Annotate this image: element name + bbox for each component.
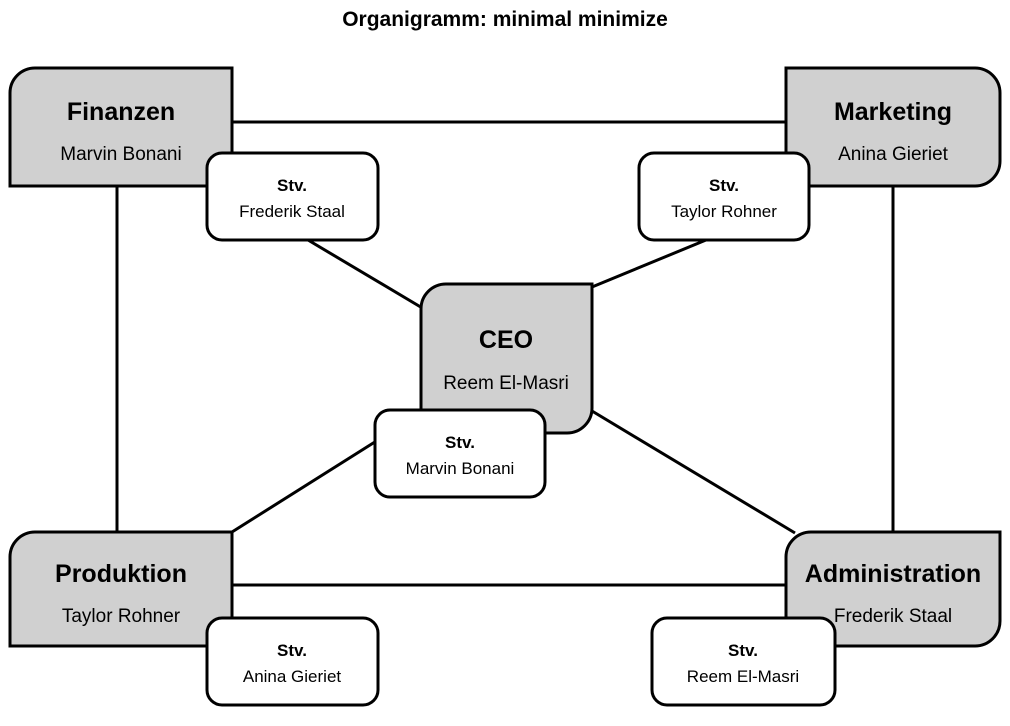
produktion-deputy-box[interactable] <box>205 616 380 707</box>
marketing-box[interactable] <box>784 66 1002 188</box>
administration-deputy-person: Reem El-Masri <box>687 667 799 686</box>
marketing-deputy-label: Stv. <box>709 176 739 195</box>
produktion-box[interactable] <box>8 530 234 648</box>
administration-person: Frederik Staal <box>834 606 952 627</box>
node-produktion-deputy[interactable]: Stv. Anina Gieriet <box>205 616 380 707</box>
node-finanzen[interactable]: Finanzen Marvin Bonani <box>8 66 234 188</box>
ceo-role: CEO <box>479 326 533 354</box>
ceo-box[interactable] <box>419 282 594 435</box>
administration-box[interactable] <box>784 530 1002 648</box>
ceo-deputy-label: Stv. <box>445 433 475 452</box>
node-finanzen-deputy[interactable]: Stv. Frederik Staal <box>205 151 380 242</box>
administration-deputy-box[interactable] <box>650 616 837 707</box>
node-produktion[interactable]: Produktion Taylor Rohner <box>8 530 234 648</box>
node-marketing[interactable]: Marketing Anina Gieriet <box>784 66 1002 188</box>
administration-role: Administration <box>805 560 981 588</box>
finanzen-box[interactable] <box>8 66 234 188</box>
node-marketing-deputy[interactable]: Stv. Taylor Rohner <box>637 151 811 242</box>
node-ceo-deputy[interactable]: Stv. Marvin Bonani <box>373 408 547 499</box>
ceo-person: Reem El-Masri <box>443 373 569 394</box>
connector-produktion-ceo-deputy <box>231 438 379 534</box>
administration-deputy-label: Stv. <box>728 641 758 660</box>
node-administration-deputy[interactable]: Stv. Reem El-Masri <box>650 616 837 707</box>
marketing-deputy-box[interactable] <box>637 151 811 242</box>
marketing-role: Marketing <box>834 98 952 126</box>
produktion-deputy-person: Anina Gieriet <box>243 667 342 686</box>
node-administration[interactable]: Administration Frederik Staal <box>784 530 1002 648</box>
produktion-deputy-label: Stv. <box>277 641 307 660</box>
diagram-title: Organigramm: minimal minimize <box>342 8 668 31</box>
finanzen-role: Finanzen <box>67 98 175 126</box>
connector-finanzen-deputy-ceo <box>307 238 425 311</box>
finanzen-deputy-box[interactable] <box>205 151 380 242</box>
connector-marketing-deputy-ceo <box>591 238 707 289</box>
produktion-role: Produktion <box>55 560 187 588</box>
finanzen-person: Marvin Bonani <box>60 144 181 165</box>
node-ceo[interactable]: CEO Reem El-Masri <box>419 282 594 435</box>
connector-ceo-administration <box>591 409 796 535</box>
ceo-deputy-box[interactable] <box>373 408 547 499</box>
finanzen-deputy-label: Stv. <box>277 176 307 195</box>
marketing-deputy-person: Taylor Rohner <box>671 202 777 221</box>
finanzen-deputy-person: Frederik Staal <box>239 202 345 221</box>
ceo-deputy-person: Marvin Bonani <box>406 459 515 478</box>
marketing-person: Anina Gieriet <box>838 144 949 165</box>
connector-group <box>115 120 895 587</box>
produktion-person: Taylor Rohner <box>62 606 181 627</box>
